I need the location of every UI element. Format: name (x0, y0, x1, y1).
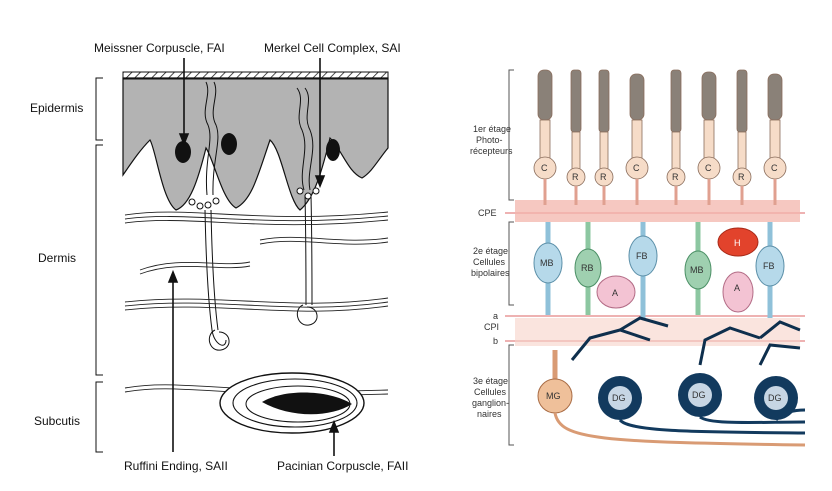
retina-diagram: 1er étage Photo- récepteurs 2e étage Cel… (470, 70, 805, 445)
label-ruffini: Ruffini Ending, SAII (124, 459, 228, 473)
pr-label-5: R (672, 172, 679, 182)
skin-surface-hatch (123, 72, 388, 79)
bp-label-5: FB (763, 261, 775, 271)
stage2-line3: bipolaires (471, 268, 510, 278)
amacrine-cells (597, 272, 753, 312)
bp-label-4: MB (690, 265, 704, 275)
horizontal-cell: H (718, 228, 758, 256)
svg-text:MG: MG (546, 391, 561, 401)
meissner-corpuscle-2 (221, 133, 237, 155)
dg-label-2: DG (692, 390, 706, 400)
label-meissner: Meissner Corpuscle, FAI (94, 41, 225, 55)
pr-label-8: C (771, 163, 778, 173)
layer-cpe: CPE (478, 208, 497, 218)
skin-diagram: Epidermis Dermis Subcutis Meissner Corpu… (30, 41, 408, 473)
dermis-fiber-bands (125, 212, 388, 395)
stage3-line4: naires (477, 409, 502, 419)
bp-label-3: FB (636, 251, 648, 261)
dg-label-3: DG (768, 393, 782, 403)
stage2-line1: 2e étage (473, 246, 508, 256)
amacrine-label-2: A (734, 283, 740, 293)
bp-label-1: MB (540, 258, 554, 268)
svg-text:H: H (734, 238, 741, 248)
layer-a: a (493, 311, 498, 321)
pr-label-4: C (633, 163, 640, 173)
outer-plexiform-band (515, 200, 800, 222)
stage1-line1: 1er étage (473, 124, 511, 134)
pr-label-2: R (572, 172, 579, 182)
layer-b: b (493, 336, 498, 346)
pr-label-7: R (738, 172, 745, 182)
pr-label-6: C (705, 163, 712, 173)
layer-label-subcutis: Subcutis (34, 414, 80, 428)
meissner-corpuscle-1 (175, 141, 191, 163)
stage3-line2: Cellules (474, 387, 507, 397)
midget-ganglion: MG (538, 350, 572, 413)
stage3-line1: 3e étage (473, 376, 508, 386)
layer-label-epidermis: Epidermis (30, 101, 83, 115)
layer-cpi: CPI (484, 322, 499, 332)
dg-label-1: DG (612, 393, 626, 403)
stage1-line3: récepteurs (470, 146, 513, 156)
label-merkel: Merkel Cell Complex, SAI (264, 41, 401, 55)
bp-label-2: RB (581, 263, 594, 273)
stage2-line2: Cellules (473, 257, 506, 267)
pacinian-corpuscle (220, 373, 364, 433)
stage1-line2: Photo- (476, 135, 503, 145)
pr-label-3: R (600, 172, 607, 182)
layer-brackets (96, 78, 103, 452)
meissner-corpuscle-3 (326, 139, 340, 161)
pr-label-1: C (541, 163, 548, 173)
layer-label-dermis: Dermis (38, 251, 76, 265)
epidermis-shape (123, 78, 388, 210)
amacrine-label-1: A (612, 288, 618, 298)
photoreceptors (534, 70, 786, 205)
stage3-line3: ganglion- (472, 398, 509, 408)
label-pacinian: Pacinian Corpuscle, FAII (277, 459, 408, 473)
